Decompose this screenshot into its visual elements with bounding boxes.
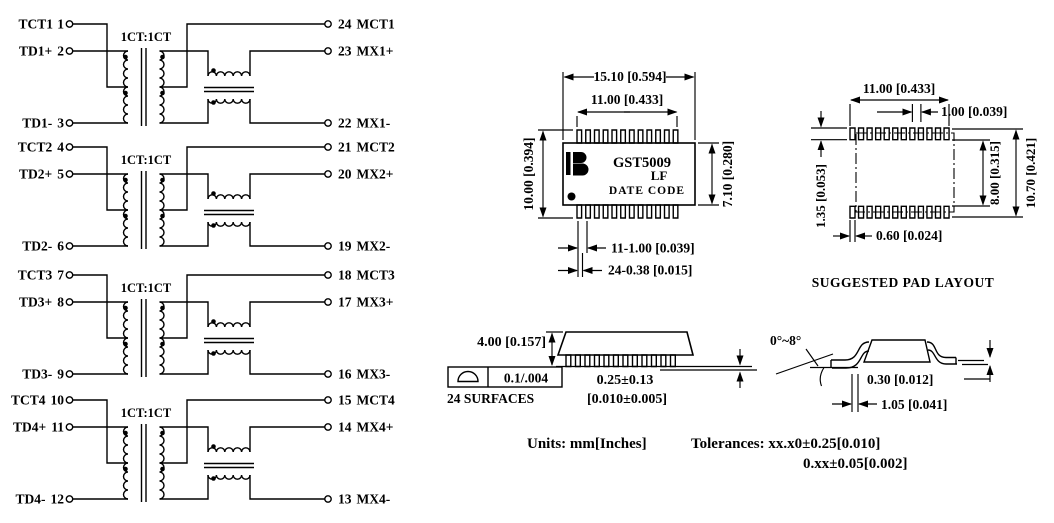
dim-pitch: 11-1.00 [0.039] <box>611 241 695 256</box>
logo-bar <box>566 152 571 175</box>
pin-label: TD3+8 <box>19 295 64 310</box>
pin-label: TD2-6 <box>22 239 64 254</box>
pin-label: TD4+11 <box>13 420 64 435</box>
pin-label: TD3-9 <box>22 367 64 382</box>
ext-lines-foot <box>851 374 859 412</box>
bottom-leads <box>576 204 679 219</box>
part-suffix: LF <box>651 168 668 183</box>
right-lead-curve <box>926 341 957 365</box>
units-note: Units: mm[Inches] <box>527 436 647 452</box>
dim-overall: 15.10 [0.594] <box>593 69 666 84</box>
flatness-value: 0.1/.004 <box>504 371 549 386</box>
part-number: GST5009 <box>613 155 671 171</box>
ext-lines-pad-height <box>811 127 847 141</box>
dim-standoff-mm: 0.25±0.13 <box>597 373 654 388</box>
ext-lines-lead-span <box>576 116 678 127</box>
dim-pad-span: 11.00 [0.433] <box>863 81 935 96</box>
dim-side-height: 4.00 [0.157] <box>477 335 546 350</box>
dim-pad-height: 1.35 [0.053] <box>813 164 828 228</box>
date-code: DATE CODE <box>609 185 685 197</box>
angle-leader <box>805 348 819 367</box>
dim-lead-span: 11.00 [0.433] <box>591 92 663 107</box>
turns-ratio-label: 1CT:1CT <box>121 406 172 420</box>
seating-marks <box>958 359 988 366</box>
ext-lines-pitch <box>577 221 588 277</box>
ext-lines-pad-pitch <box>911 104 922 122</box>
lead-detail-view: 0°~8° 0.30 [0.012] 1.05 [0.041] <box>770 333 994 412</box>
top-leads <box>576 129 679 144</box>
dim-lead-width: 24-0.38 [0.015] <box>608 263 692 278</box>
dim-thickness: 0.30 [0.012] <box>867 372 933 387</box>
ext-lines-inner <box>952 139 990 207</box>
dim-pad-pitch: 1.00 [0.039] <box>941 104 1007 119</box>
angle-ray <box>775 353 834 375</box>
package-side-view: 4.00 [0.157] 0.1/.004 24 SURFACES 0.25±0… <box>447 331 757 407</box>
ext-lines-body <box>698 142 719 206</box>
turns-ratio-label: 1CT:1CT <box>121 30 172 44</box>
turns-ratio-label: 1CT:1CT <box>121 153 172 167</box>
lead-body <box>863 339 931 363</box>
pin-label: TD4-12 <box>16 492 65 507</box>
dim-inner: 8.00 [0.315] <box>987 141 1002 205</box>
package-outline-centerline <box>855 132 955 213</box>
pin-label: TD2+5 <box>19 167 64 182</box>
side-body <box>556 331 695 356</box>
lead-angle: 0°~8° <box>770 333 801 348</box>
pin-label: TD1-3 <box>22 116 64 131</box>
ext-lines-outer <box>952 128 1023 218</box>
logo-icon <box>573 152 589 176</box>
dim-body: 7.10 [0.280] <box>720 141 735 207</box>
dim-standoff-in: [0.010±0.005] <box>587 392 667 407</box>
turns-ratio-label: 1CT:1CT <box>121 281 172 295</box>
pad-layout-title: SUGGESTED PAD LAYOUT <box>812 275 995 290</box>
top-pad-row <box>849 127 950 141</box>
ext-lines-pad-width <box>849 220 856 242</box>
tolerance-note-2: 0.xx±0.05[0.002] <box>803 456 908 472</box>
left-lead-curve <box>830 341 870 369</box>
flatness-symbol <box>457 370 479 383</box>
feature-control-frame <box>447 366 563 388</box>
ext-lines-overall <box>562 72 696 140</box>
dim-foot: 1.05 [0.041] <box>881 397 947 412</box>
angle-arc <box>819 367 825 387</box>
package-top-view: GST5009 LF DATE CODE 15.10 [0.594] 11.00… <box>521 69 735 278</box>
ext-lines-pad-span <box>849 104 950 126</box>
side-leads <box>565 354 676 368</box>
surfaces-note: 24 SURFACES <box>447 391 534 406</box>
dim-outer: 10.70 [0.421] <box>1023 138 1038 208</box>
pin1-dot <box>567 192 576 201</box>
bottom-pad-row <box>849 205 950 219</box>
dim-height: 10.00 [0.394] <box>521 137 536 210</box>
tolerance-note-1: Tolerances: xx.x0±0.25[0.010] <box>691 436 881 452</box>
pin-label: TD1+2 <box>19 44 64 59</box>
pad-layout-view: 11.00 [0.433] 1.00 [0.039] 8.00 [0.315] … <box>811 81 1038 290</box>
dim-pad-width: 0.60 [0.024] <box>876 228 942 243</box>
ext-lines-height <box>538 129 573 219</box>
